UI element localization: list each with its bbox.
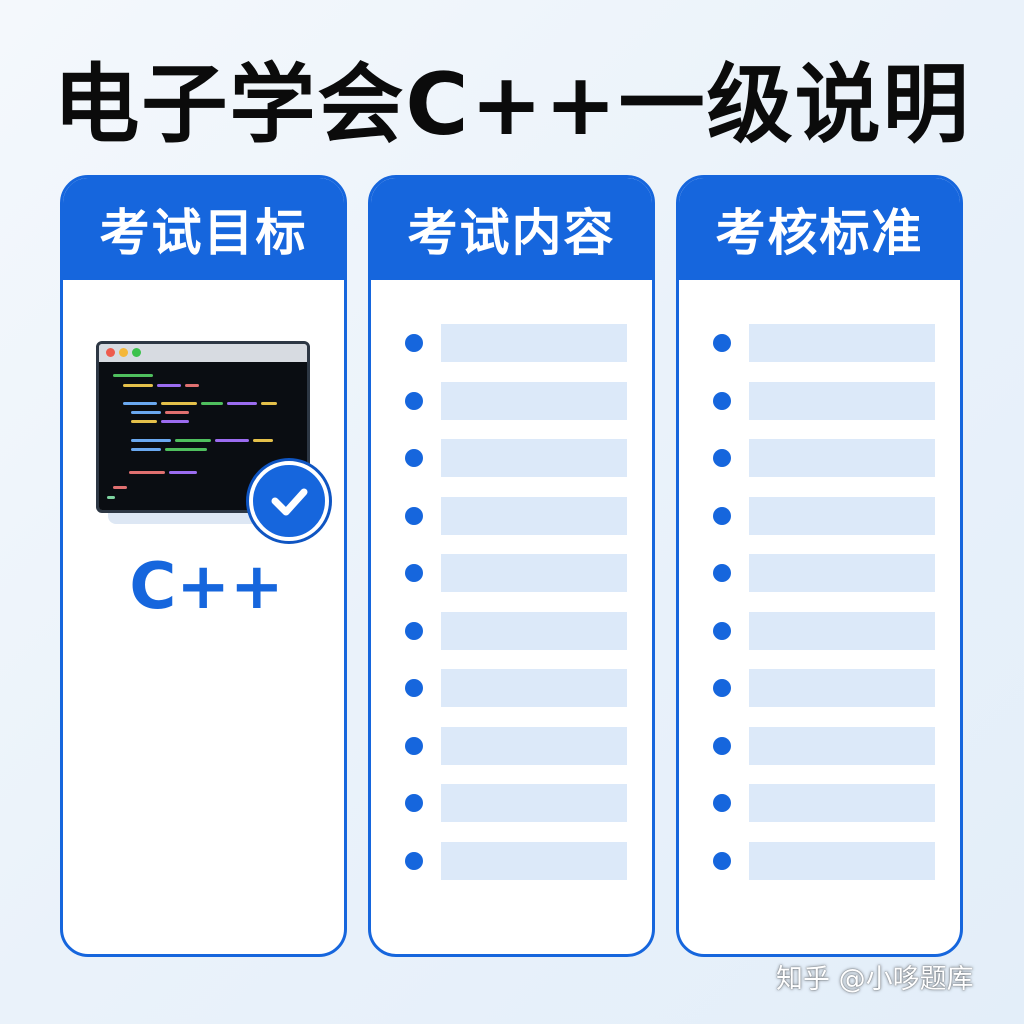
code-line [169,471,197,474]
card-exam-goal: 考试目标 [60,175,347,957]
placeholder-bar [749,611,935,650]
bullet-dot-icon [405,851,423,870]
placeholder-bar [441,381,627,420]
code-line [107,496,115,499]
list-item [679,324,960,362]
list-item [371,611,652,650]
code-line [261,402,277,405]
bullet-dot-icon [405,564,423,582]
code-line [131,411,161,414]
code-line [201,402,223,405]
list-item [371,439,652,477]
list-item [371,784,652,822]
bullet-dot-icon [713,621,731,640]
placeholder-bar [749,726,935,765]
list-item [371,381,652,420]
placeholder-bar [749,324,935,362]
bullet-dot-icon [713,449,731,467]
window-titlebar [99,344,307,362]
bullet-dot-icon [713,736,731,755]
code-line [129,471,165,474]
code-line [175,439,211,442]
list-item [371,726,652,765]
watermark: 知乎 @小哆题库 [776,964,974,995]
list-item [679,726,960,765]
list-item [679,841,960,880]
placeholder-bar [441,324,627,362]
page-title: 电子学会C++一级说明 [53,55,971,155]
code-line [165,448,207,451]
bullet-dot-icon [405,449,423,467]
placeholder-bar [441,784,627,822]
bullet-dot-icon [713,851,731,870]
card-assessment-standard: 考核标准 [676,175,963,957]
placeholder-bar [441,726,627,765]
bullet-dot-icon [713,679,731,697]
list-item [371,496,652,535]
code-line [123,384,153,387]
placeholder-bar [749,669,935,707]
code-line [131,448,161,451]
placeholder-bar [749,554,935,592]
window-close-dot [106,348,115,357]
placeholder-bar [749,841,935,880]
code-line [123,402,157,405]
list-item [679,496,960,535]
bullet-dot-icon [713,391,731,410]
placeholder-bar [749,784,935,822]
bullet-dot-icon [405,736,423,755]
code-line [185,384,199,387]
placeholder-bar [749,381,935,420]
bullet-dot-icon [713,506,731,525]
code-line [131,439,171,442]
bullet-dot-icon [713,564,731,582]
placeholder-bar [441,669,627,707]
placeholder-bar [441,611,627,650]
placeholder-bar [441,439,627,477]
code-line [113,486,127,489]
bullet-dot-icon [713,794,731,812]
list-item [679,381,960,420]
bullet-dot-icon [405,506,423,525]
code-line [113,374,153,377]
placeholder-bar [441,496,627,535]
list-item [679,554,960,592]
list-item [679,784,960,822]
window-maximize-dot [132,348,141,357]
bullet-dot-icon [405,679,423,697]
bullet-dot-icon [405,621,423,640]
code-line [227,402,257,405]
code-line [253,439,273,442]
cpp-label: C++ [129,550,284,624]
card-header-exam-goal: 考试目标 [63,178,344,280]
list-item [679,439,960,477]
code-line [161,402,197,405]
list-item [371,841,652,880]
code-line [131,420,157,423]
list-item [679,669,960,707]
window-minimize-dot [119,348,128,357]
placeholder-bar [441,841,627,880]
code-line [157,384,181,387]
placeholder-bar [749,496,935,535]
card-header-exam-content: 考试内容 [371,178,652,280]
list-item [371,669,652,707]
list-item [371,324,652,362]
card-header-assessment-standard: 考核标准 [679,178,960,280]
code-line [161,420,189,423]
list-item [371,554,652,592]
bullet-dot-icon [405,334,423,352]
card-exam-content: 考试内容 [368,175,655,957]
code-line [165,411,189,414]
placeholder-bar [749,439,935,477]
bullet-dot-icon [405,391,423,410]
checkmark-icon [249,461,329,541]
bullet-dot-icon [713,334,731,352]
code-line [215,439,249,442]
bullet-dot-icon [405,794,423,812]
list-item [679,611,960,650]
placeholder-bar [441,554,627,592]
